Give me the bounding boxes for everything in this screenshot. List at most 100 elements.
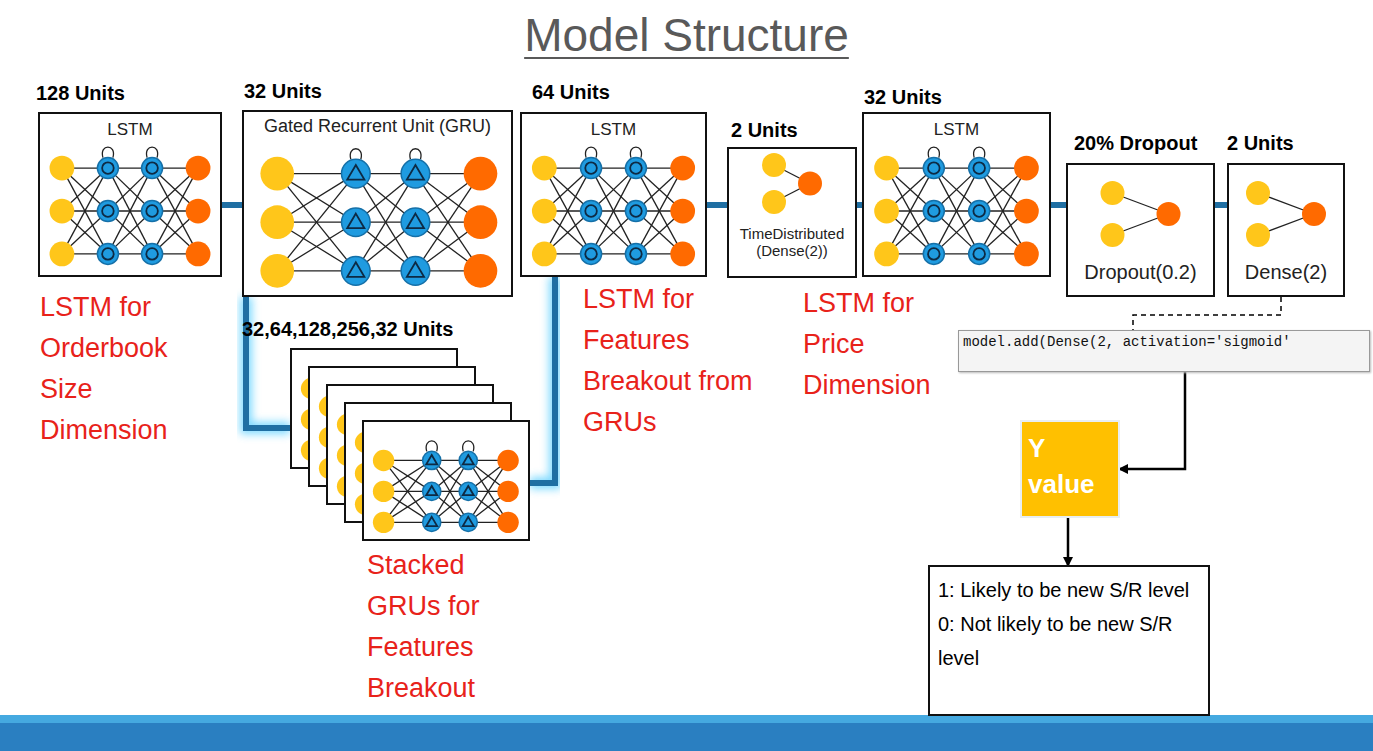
neuron (581, 243, 602, 264)
neuron (373, 481, 394, 502)
gru-triangle (463, 517, 474, 526)
neuron (670, 156, 695, 181)
neuron (923, 200, 944, 221)
neuron (625, 158, 646, 179)
neuron (142, 158, 163, 179)
neuron (186, 242, 211, 267)
neuron (1246, 181, 1270, 205)
neuron (260, 157, 294, 191)
neuron (97, 158, 118, 179)
code-text: model.add(Dense(2, activation='sigmoid' (959, 331, 1369, 353)
lstm-ring (973, 205, 985, 217)
footer-band (0, 723, 1373, 751)
layer-box: 20% DropoutDropout(0.2) (1066, 163, 1215, 297)
gru-triangle (407, 262, 424, 277)
output-label: Y value (1022, 422, 1118, 510)
neuron (342, 208, 371, 237)
lstm-ring (585, 205, 597, 217)
units-heading: 32 Units (864, 86, 942, 109)
neuron (532, 156, 557, 181)
neuron (1157, 202, 1181, 226)
neuron (423, 513, 441, 531)
neuron (401, 159, 430, 188)
layer-name: LSTM (524, 120, 703, 140)
gru-triangle (347, 214, 364, 229)
neuron (459, 513, 477, 531)
connector (1067, 518, 1070, 565)
network-illustration (242, 110, 513, 297)
neuron (342, 159, 371, 188)
code-box: model.add(Dense(2, activation='sigmoid' (958, 330, 1370, 372)
footer-stripe (0, 715, 1373, 723)
neuron (401, 208, 430, 237)
neuron (532, 199, 557, 224)
layer-box: 32,64,128,256,32 Units (290, 348, 530, 543)
connector (1133, 297, 1281, 330)
units-heading: 64 Units (532, 81, 610, 104)
neuron (1101, 223, 1125, 247)
connector-glow (222, 199, 242, 211)
neuron (50, 156, 75, 181)
neuron (459, 482, 477, 500)
neuron (459, 451, 477, 469)
result-text: 1: Likely to be new S/R level (938, 573, 1200, 607)
annotation-label: LSTM for Features Breakout from GRUs (583, 279, 758, 443)
neuron (1014, 156, 1039, 181)
recurrent-loop (974, 147, 985, 158)
units-heading: 32,64,128,256,32 Units (242, 318, 453, 341)
layer-name: Gated Recurrent Unit (GRU) (246, 116, 509, 137)
neuron (1302, 202, 1326, 226)
diagram-title: Model Structure (0, 8, 1373, 62)
result-text: 0: Not likely to be new S/R level (938, 607, 1200, 675)
lstm-ring (146, 248, 158, 260)
lstm-ring (585, 248, 597, 260)
neuron (532, 242, 557, 267)
gru-triangle (426, 517, 437, 526)
connector (707, 202, 727, 208)
lstm-ring (102, 248, 114, 260)
neuron (464, 157, 498, 191)
lstm-ring (630, 248, 642, 260)
gru-triangle (407, 165, 424, 180)
neuron (97, 243, 118, 264)
neuron (581, 200, 602, 221)
gru-triangle (407, 214, 424, 229)
neuron (969, 158, 990, 179)
lstm-ring (585, 162, 597, 174)
neuron (625, 200, 646, 221)
layer-box: 64 UnitsLSTM (520, 112, 707, 277)
neuron (50, 199, 75, 224)
neuron (1246, 223, 1270, 247)
neuron (423, 451, 441, 469)
neuron (670, 242, 695, 267)
layer-name: LSTM (42, 120, 218, 140)
neuron (186, 156, 211, 181)
layer-name: Dense(2) (1231, 261, 1341, 284)
neuron (923, 243, 944, 264)
layer-box: 128 UnitsLSTM (38, 112, 222, 277)
connector-glow (246, 297, 290, 428)
neuron (464, 254, 498, 288)
neuron (581, 158, 602, 179)
connector (530, 277, 555, 483)
recurrent-loop (630, 147, 641, 158)
recurrent-loop (928, 147, 939, 158)
neuron (373, 512, 394, 533)
neuron (1014, 199, 1039, 224)
layer-name: LSTM (866, 120, 1047, 140)
gru-triangle (347, 165, 364, 180)
neuron (874, 199, 899, 224)
recurrent-loop (146, 147, 157, 158)
neuron (497, 481, 518, 502)
recurrent-loop (463, 441, 474, 452)
lstm-ring (928, 248, 940, 260)
layer-box: 2 UnitsDense(2) (1227, 163, 1345, 297)
connector (246, 297, 290, 428)
neuron (50, 242, 75, 267)
neuron (497, 512, 518, 533)
connector-glow (707, 199, 727, 211)
units-heading: 32 Units (244, 80, 322, 103)
neuron (142, 200, 163, 221)
output-box: Y value (1020, 420, 1120, 518)
neuron (874, 156, 899, 181)
